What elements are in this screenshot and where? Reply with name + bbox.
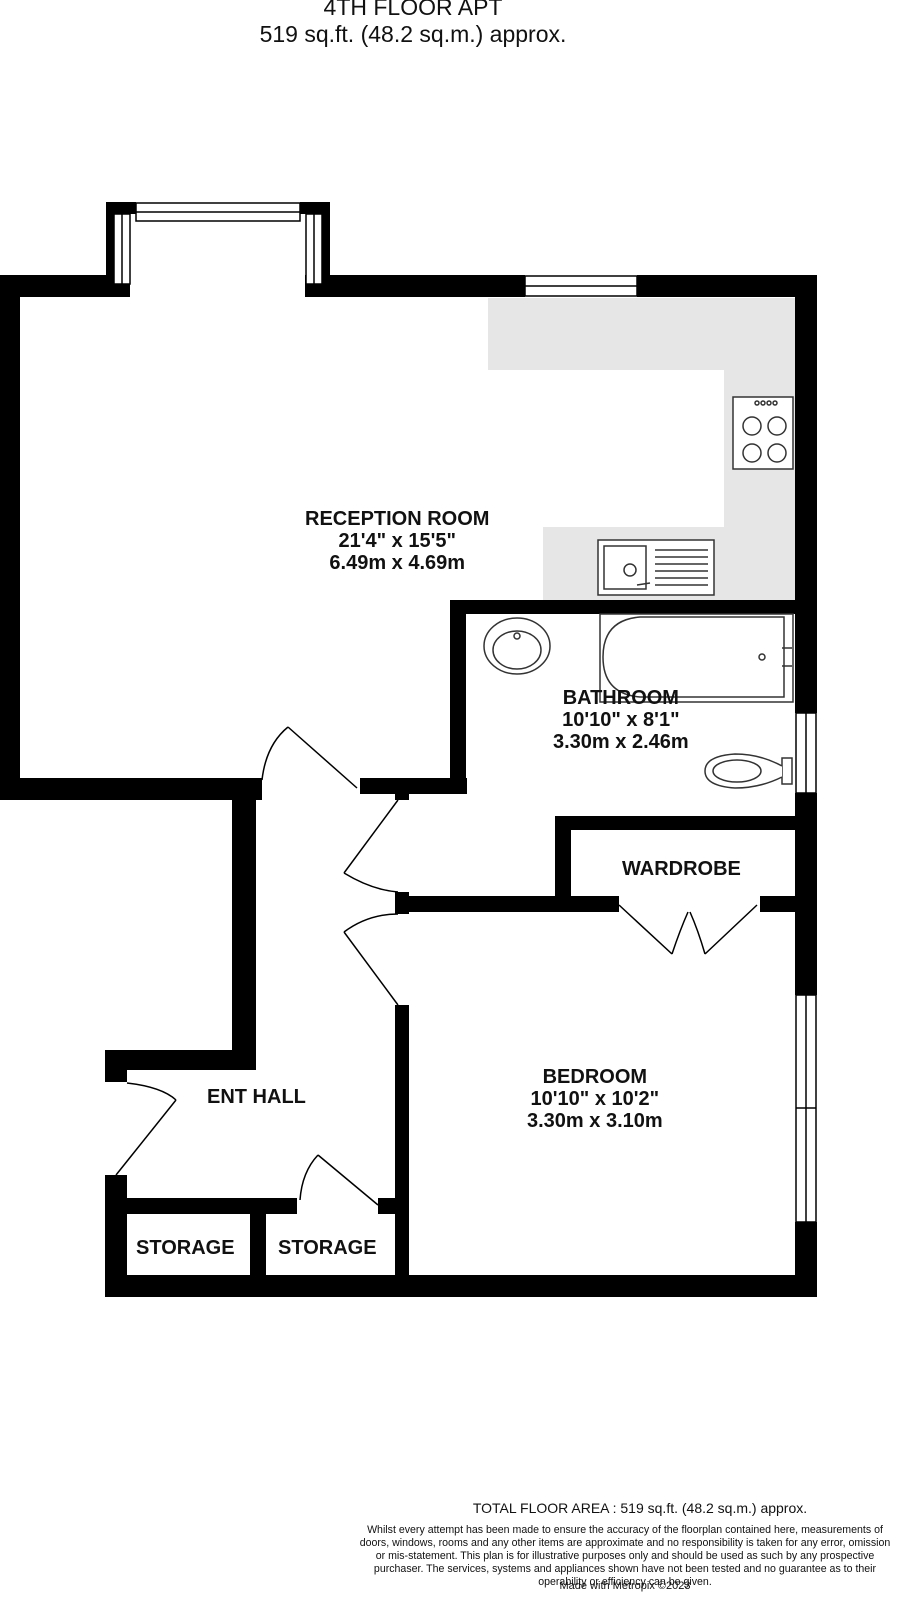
windows — [113, 202, 817, 1223]
reception-room-name: RECEPTION ROOM — [305, 508, 490, 530]
bedroom-name: BEDROOM — [542, 1066, 648, 1088]
bedroom-label: BEDROOM 10'10" x 10'2" 3.30m x 3.10m — [527, 1066, 663, 1132]
basin-icon — [483, 617, 551, 675]
storage-label-1: STORAGE — [136, 1237, 235, 1259]
floor-area: 519 sq.ft. (48.2 sq.m.) approx. — [259, 21, 567, 47]
floor-title: 4TH FLOOR APT — [323, 0, 503, 20]
reception-room-imperial: 21'4" x 15'5" — [338, 530, 456, 552]
plan-header: 4TH FLOOR APT 519 sq.ft. (48.2 sq.m.) ap… — [0, 0, 826, 48]
bedroom-metric: 3.30m x 3.10m — [527, 1110, 663, 1132]
bathroom-name: BATHROOM — [562, 687, 679, 709]
bathroom-metric: 3.30m x 2.46m — [553, 731, 689, 753]
doors — [115, 726, 758, 1206]
total-floor-area: TOTAL FLOOR AREA : 519 sq.ft. (48.2 sq.m… — [472, 1500, 808, 1516]
ent-hall-label: ENT HALL — [207, 1086, 306, 1108]
bedroom-imperial: 10'10" x 10'2" — [530, 1088, 660, 1110]
toilet-icon — [704, 753, 793, 789]
sink-icon — [597, 539, 715, 596]
bathroom-imperial: 10'10" x 8'1" — [562, 709, 680, 731]
reception-room-metric: 6.49m x 4.69m — [329, 552, 466, 574]
reception-room-label: RECEPTION ROOM 21'4" x 15'5" 6.49m x 4.6… — [305, 508, 489, 574]
credit-text: Made with Metropix ©2023 — [559, 1580, 691, 1592]
wardrobe-label: WARDROBE — [622, 858, 741, 880]
walls — [0, 202, 817, 1297]
storage-label-2: STORAGE — [278, 1237, 377, 1259]
bathroom-label: BATHROOM 10'10" x 8'1" 3.30m x 2.46m — [553, 687, 689, 753]
disclaimer-text: Whilst every attempt has been made to en… — [359, 1524, 891, 1588]
bathtub-icon — [599, 613, 794, 703]
hob-icon — [732, 396, 794, 470]
